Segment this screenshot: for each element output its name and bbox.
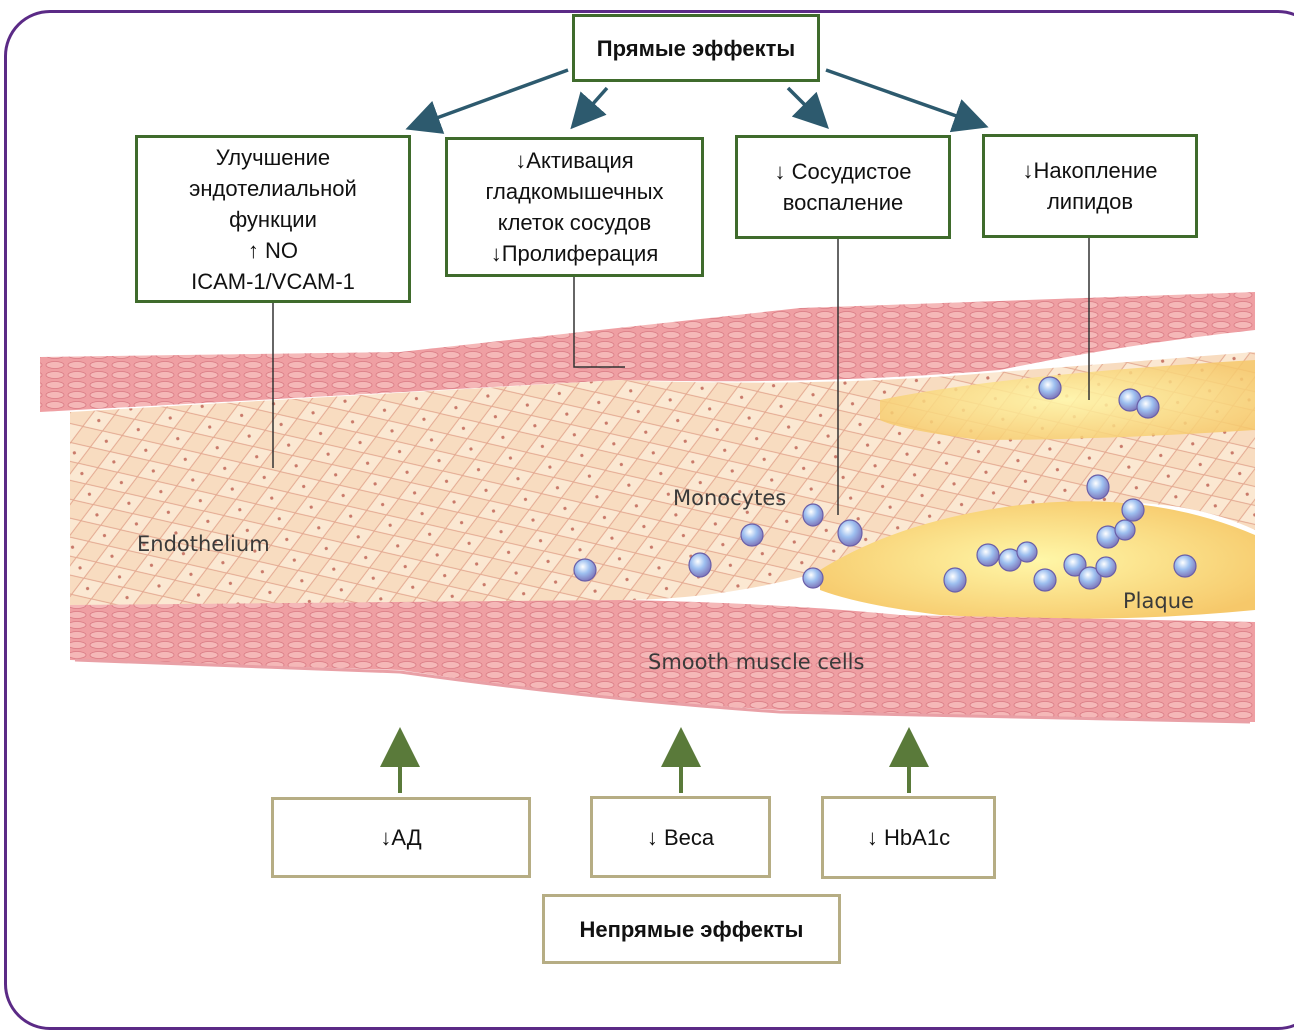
direct-effect-lipids: ↓Накопление липидов — [982, 134, 1198, 238]
label-plaque: Plaque — [1123, 589, 1194, 613]
indirect-effect-bp: ↓АД — [271, 797, 531, 878]
indirect-effect-hba1c: ↓ HbA1c — [821, 796, 996, 879]
label-smooth-muscle: Smooth muscle cells — [648, 650, 864, 674]
direct-effect-smooth-muscle: ↓Активация гладкомышечных клеток сосудов… — [445, 137, 704, 277]
direct-effects-title: Прямые эффекты — [572, 14, 820, 82]
indirect-effect-weight: ↓ Веса — [590, 796, 771, 878]
label-monocytes: Monocytes — [673, 486, 786, 510]
direct-effect-inflammation: ↓ Сосудистое воспаление — [735, 135, 951, 239]
arrow-to-box-3 — [788, 88, 824, 124]
indirect-effects-title: Непрямые эффекты — [542, 894, 841, 964]
arrow-to-box-1 — [412, 70, 568, 127]
label-endothelium: Endothelium — [137, 532, 270, 556]
arrow-to-box-2 — [575, 88, 607, 124]
direct-effect-endothelial: Улучшение эндотелиальной функции ↑ NO IC… — [135, 135, 411, 303]
arrow-to-box-4 — [826, 70, 982, 125]
